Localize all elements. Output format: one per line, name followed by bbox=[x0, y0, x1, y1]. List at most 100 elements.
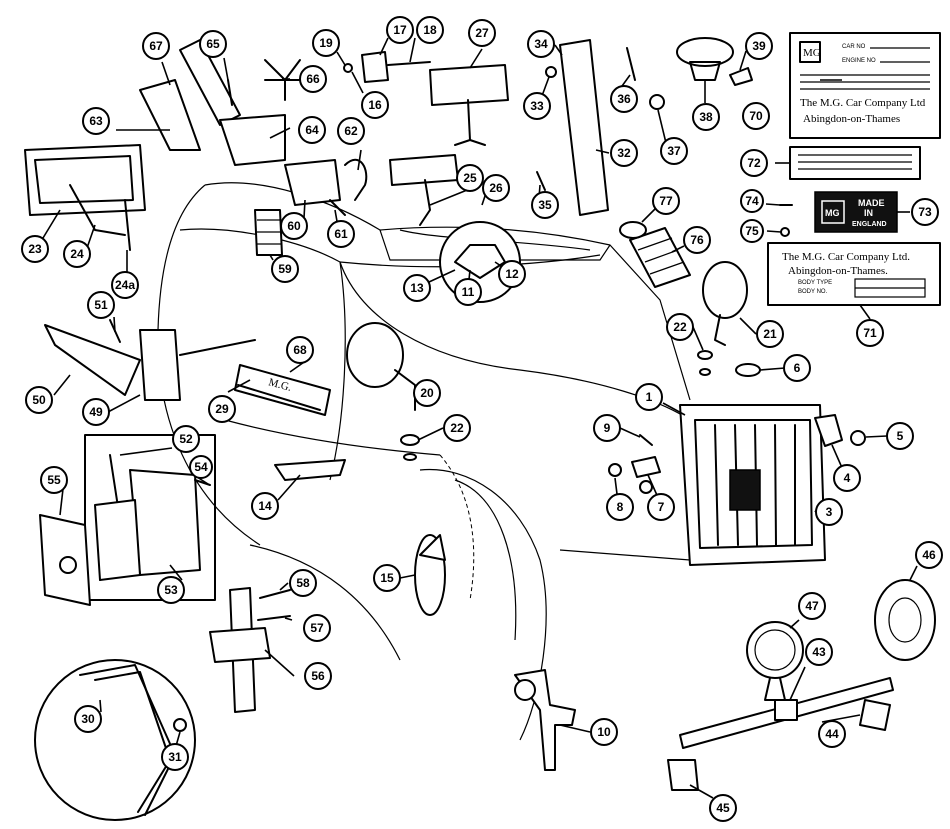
chassis-plate-field1: CAR NO bbox=[842, 44, 866, 50]
screw-33 bbox=[545, 66, 557, 78]
callout: 27 bbox=[468, 19, 496, 47]
svg-text:39: 39 bbox=[752, 39, 766, 53]
badge-logo: MG bbox=[825, 208, 840, 218]
svg-text:3: 3 bbox=[826, 505, 833, 519]
svg-text:31: 31 bbox=[168, 750, 182, 764]
grommet-59 bbox=[254, 209, 283, 256]
svg-text:25: 25 bbox=[463, 171, 477, 185]
svg-text:27: 27 bbox=[475, 26, 489, 40]
callout: 4 bbox=[833, 464, 861, 492]
lamp-bracket-10 bbox=[514, 669, 576, 771]
svg-text:22: 22 bbox=[450, 421, 464, 435]
callout: 16 bbox=[361, 91, 389, 119]
svg-text:51: 51 bbox=[94, 298, 108, 312]
callout: 24 bbox=[63, 240, 91, 268]
callout: 33 bbox=[523, 92, 551, 120]
svg-text:62: 62 bbox=[344, 124, 358, 138]
car-body-outline bbox=[157, 182, 691, 741]
svg-text:76: 76 bbox=[690, 233, 704, 247]
callout: 76 bbox=[683, 226, 711, 254]
svg-text:73: 73 bbox=[918, 205, 932, 219]
callout: 26 bbox=[482, 174, 510, 202]
body-plate-field1: BODY TYPE bbox=[798, 280, 832, 286]
svg-text:47: 47 bbox=[805, 599, 819, 613]
badge-line1: MADE bbox=[858, 198, 885, 208]
running-board-strip: M.G. bbox=[234, 364, 331, 416]
callout: 31 bbox=[161, 743, 189, 771]
svg-text:68: 68 bbox=[293, 343, 307, 357]
svg-text:46: 46 bbox=[922, 548, 936, 562]
svg-text:63: 63 bbox=[89, 114, 103, 128]
callout: 13 bbox=[403, 274, 431, 302]
callout: 7 bbox=[647, 493, 675, 521]
svg-text:49: 49 bbox=[89, 405, 103, 419]
body-plate-line2: Abingdon-on-Thames. bbox=[788, 265, 888, 277]
rear-view-mirror bbox=[429, 64, 509, 146]
svg-text:19: 19 bbox=[319, 36, 333, 50]
callout: 18 bbox=[416, 16, 444, 44]
callout: 39 bbox=[745, 32, 773, 60]
svg-text:45: 45 bbox=[716, 801, 730, 815]
svg-text:5: 5 bbox=[897, 429, 904, 443]
pin-9 bbox=[639, 434, 653, 446]
callout: 56 bbox=[304, 662, 332, 690]
callout: 17 bbox=[386, 16, 414, 44]
callout: 22 bbox=[443, 414, 471, 442]
clamp-45 bbox=[667, 759, 699, 791]
svg-text:6: 6 bbox=[794, 361, 801, 375]
svg-text:36: 36 bbox=[617, 92, 631, 106]
side-screen bbox=[559, 39, 609, 216]
callout: 3 bbox=[815, 498, 843, 526]
callout: 67 bbox=[142, 32, 170, 60]
svg-text:15: 15 bbox=[380, 571, 394, 585]
rear-view-mirror-alt bbox=[389, 154, 459, 226]
callout: 43 bbox=[805, 638, 833, 666]
callout: 77 bbox=[652, 187, 680, 215]
svg-text:4: 4 bbox=[844, 471, 851, 485]
callout: 38 bbox=[692, 103, 720, 131]
side-lamp-bracket bbox=[814, 414, 843, 447]
badge-line3: ENGLAND bbox=[852, 221, 887, 228]
callout: 64 bbox=[298, 116, 326, 144]
callout: 19 bbox=[312, 29, 340, 57]
svg-text:70: 70 bbox=[749, 109, 763, 123]
svg-text:14: 14 bbox=[258, 499, 272, 513]
sleeve-76 bbox=[629, 227, 691, 288]
svg-text:11: 11 bbox=[462, 285, 475, 299]
screw-58 bbox=[259, 589, 291, 599]
callout: 68 bbox=[286, 336, 314, 364]
callout: 45 bbox=[709, 794, 737, 822]
svg-text:54: 54 bbox=[194, 460, 208, 474]
svg-text:59: 59 bbox=[278, 262, 292, 276]
callout: 47 bbox=[798, 592, 826, 620]
radiator-grille bbox=[679, 404, 826, 566]
callout: 23 bbox=[21, 235, 49, 263]
callout: 60 bbox=[280, 212, 308, 240]
callout: 21 bbox=[756, 320, 784, 348]
svg-text:58: 58 bbox=[296, 576, 310, 590]
callout: 49 bbox=[82, 398, 110, 426]
svg-text:1: 1 bbox=[646, 390, 653, 404]
callout: 75 bbox=[740, 219, 764, 243]
callout: 34 bbox=[527, 30, 555, 58]
mg-nut bbox=[850, 430, 866, 446]
wheel-spinner bbox=[414, 534, 446, 616]
svg-text:65: 65 bbox=[206, 37, 220, 51]
svg-text:74: 74 bbox=[745, 194, 759, 208]
wing-mirror-head bbox=[24, 144, 146, 251]
bonnet-script: M.G. bbox=[267, 376, 293, 394]
svg-text:32: 32 bbox=[617, 146, 631, 160]
callout: 52 bbox=[172, 425, 200, 453]
rubber-pad-6 bbox=[735, 363, 761, 377]
svg-text:10: 10 bbox=[597, 725, 611, 739]
svg-text:43: 43 bbox=[812, 645, 826, 659]
body-plate: The M.G. Car Company Ltd. Abingdon-on-Th… bbox=[767, 242, 941, 306]
svg-text:72: 72 bbox=[747, 156, 761, 170]
svg-text:56: 56 bbox=[311, 669, 325, 683]
callout: 74 bbox=[740, 189, 764, 213]
callout: 65 bbox=[199, 30, 227, 58]
callout: 63 bbox=[82, 107, 110, 135]
callout: 9 bbox=[593, 414, 621, 442]
clamp-44 bbox=[859, 699, 891, 731]
